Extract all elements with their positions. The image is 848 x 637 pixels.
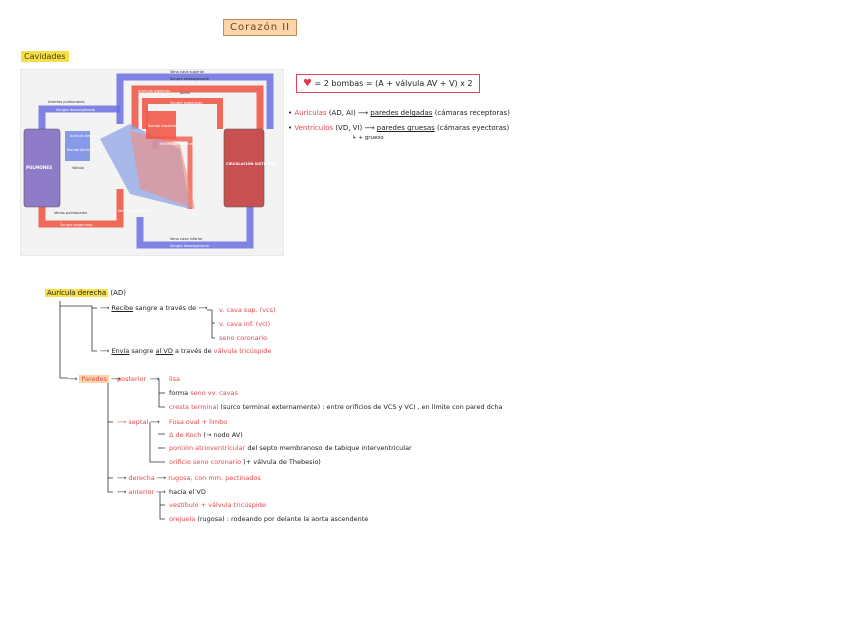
derecha-label: ⟶ derecha ⟶ rugosa, con mm. pectinados bbox=[117, 474, 261, 482]
posterior-item-forma: forma seno vv. cavas bbox=[169, 389, 238, 397]
anterior-item-hacia: hacia el VD bbox=[169, 488, 206, 496]
envia-line: ⟶ Envía sangre al VD a través de válvula… bbox=[100, 347, 271, 355]
anterior-item-vestibulo: vestíbulo + válvula tricúspide bbox=[169, 501, 266, 509]
recibe-item-seno: seno coronario bbox=[219, 334, 267, 342]
posterior-item-lisa: lisa bbox=[169, 375, 180, 383]
recibe-item-vci: v. cava inf. (vci) bbox=[219, 320, 270, 328]
posterior-item-cresta: cresta terminal (surco terminal externam… bbox=[169, 403, 502, 411]
ad-abbr: (AD) bbox=[110, 289, 126, 297]
septal-item-koch: Δ de Koch (→ nodo AV) bbox=[169, 431, 243, 439]
septal-item-fosa: Fosa oval + limbo bbox=[169, 418, 227, 426]
septal-label: ⟶ septal ⟶ bbox=[117, 418, 160, 426]
posterior-label: posterior bbox=[117, 375, 146, 383]
anterior-item-orejuela: orejuela (rugosa) : rodeando por delante… bbox=[169, 515, 368, 523]
septal-item-orificio: orificio seno coronario (+ válvula de Th… bbox=[169, 458, 321, 466]
ad-title: Aurícula derecha bbox=[45, 289, 108, 297]
anterior-label: ⟶ anterior ⟶ bbox=[117, 488, 166, 496]
recibe-item-vcs: v. cava sup. (vcs) bbox=[219, 306, 276, 314]
ad-heading: Aurícula derecha (AD) bbox=[45, 289, 126, 297]
septal-item-porcion: porción atrioventricular del septo membr… bbox=[169, 444, 412, 452]
recibe-line: ⟶ Recibe sangre a través de ⟶ bbox=[100, 304, 207, 312]
paredes-branch: ⟶ Paredes ⟶ bbox=[68, 375, 120, 383]
